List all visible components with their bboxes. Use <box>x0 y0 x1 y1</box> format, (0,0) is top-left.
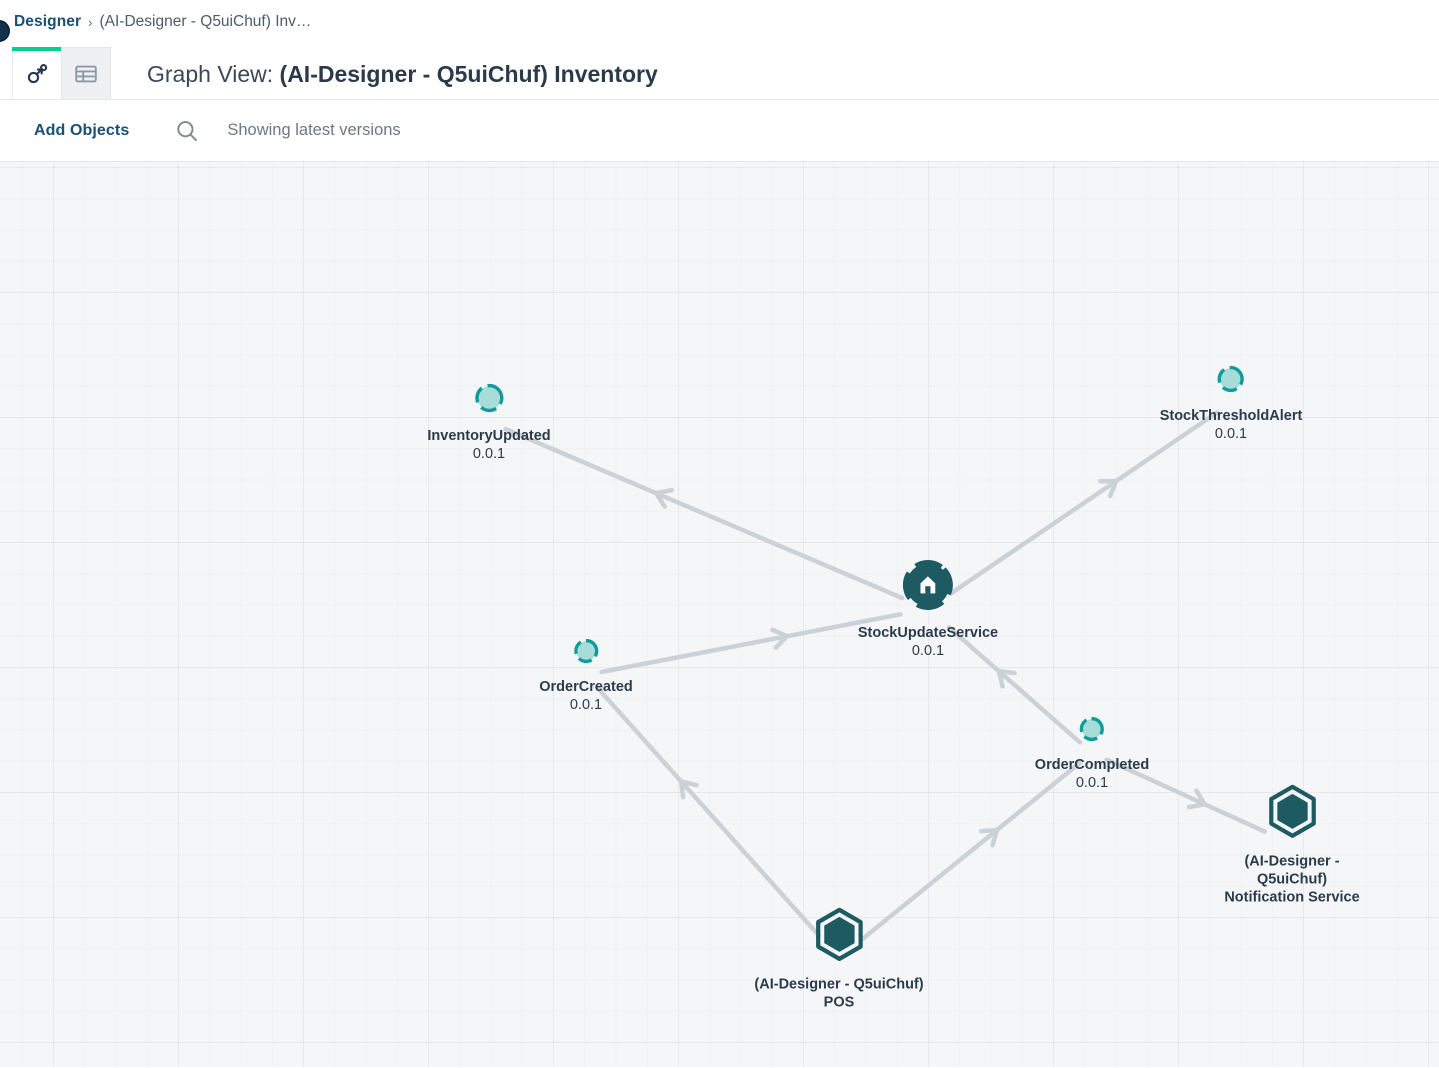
add-objects-button[interactable]: Add Objects <box>34 121 130 139</box>
graph-node-label: StockUpdateService <box>857 625 999 642</box>
graph-node-label: InventoryUpdated <box>427 428 551 445</box>
graph-edge[interactable] <box>503 426 905 601</box>
breadcrumb-separator-icon: › <box>88 14 93 30</box>
service-node-icon <box>900 557 956 618</box>
graph-node-label: OrderCompleted <box>1034 757 1150 774</box>
avatar[interactable] <box>0 20 10 42</box>
graph-node-label: (AI-Designer - Q5uiChuf) Notification Se… <box>1224 853 1360 906</box>
hexagon-node-icon <box>1262 781 1322 846</box>
graph-edge[interactable] <box>860 760 1082 942</box>
graph-node-pos[interactable]: (AI-Designer - Q5uiChuf) POS <box>754 904 924 1011</box>
hexagon-node-icon <box>809 904 869 969</box>
view-tabs <box>0 43 111 99</box>
graph-edges-layer <box>503 410 1267 942</box>
page-title: Graph View: (AI-Designer - Q5uiChuf) Inv… <box>147 61 658 99</box>
graph-edge[interactable] <box>594 684 822 938</box>
page-title-prefix: Graph View: <box>147 61 274 87</box>
graph-node-label: (AI-Designer - Q5uiChuf) POS <box>754 976 924 1011</box>
graph-edge[interactable] <box>948 410 1220 596</box>
page-title-main: (AI-Designer - Q5uiChuf) Inventory <box>279 61 658 87</box>
event-node-icon <box>570 635 602 672</box>
event-node-icon <box>471 380 507 421</box>
breadcrumb: Designer › (AI-Designer - Q5uiChuf) Inv… <box>0 0 1439 44</box>
breadcrumb-link-designer[interactable]: Designer <box>14 13 82 30</box>
graph-node-version: 0.0.1 <box>472 446 506 463</box>
graph-edge[interactable] <box>599 612 903 675</box>
search-field[interactable]: Showing latest versions <box>174 118 401 144</box>
tab-table-view[interactable] <box>61 47 111 99</box>
graph-node-version: 0.0.1 <box>1214 426 1248 443</box>
graph-node-version: 0.0.1 <box>569 697 603 714</box>
table-grid-icon <box>74 62 98 86</box>
title-bar: Graph View: (AI-Designer - Q5uiChuf) Inv… <box>0 44 1439 100</box>
search-icon[interactable] <box>174 118 200 144</box>
graph-edge[interactable] <box>946 625 1083 745</box>
graph-node-icon <box>25 62 49 86</box>
graph-node-label: StockThresholdAlert <box>1159 408 1303 425</box>
graph-node-version: 0.0.1 <box>911 643 945 660</box>
graph-edge[interactable] <box>1104 757 1267 834</box>
graph-node-label: OrderCreated <box>539 679 633 696</box>
graph-node-version: 0.0.1 <box>1075 775 1109 792</box>
graph-node-notificationService[interactable]: (AI-Designer - Q5uiChuf) Notification Se… <box>1219 781 1366 906</box>
search-input[interactable]: Showing latest versions <box>227 121 401 139</box>
tab-graph-view[interactable] <box>12 47 62 99</box>
event-node-icon <box>1076 713 1108 750</box>
breadcrumb-current: (AI-Designer - Q5uiChuf) Inv… <box>99 13 312 30</box>
toolbar: Add Objects Showing latest versions <box>0 100 1439 162</box>
event-node-icon <box>1214 362 1248 401</box>
